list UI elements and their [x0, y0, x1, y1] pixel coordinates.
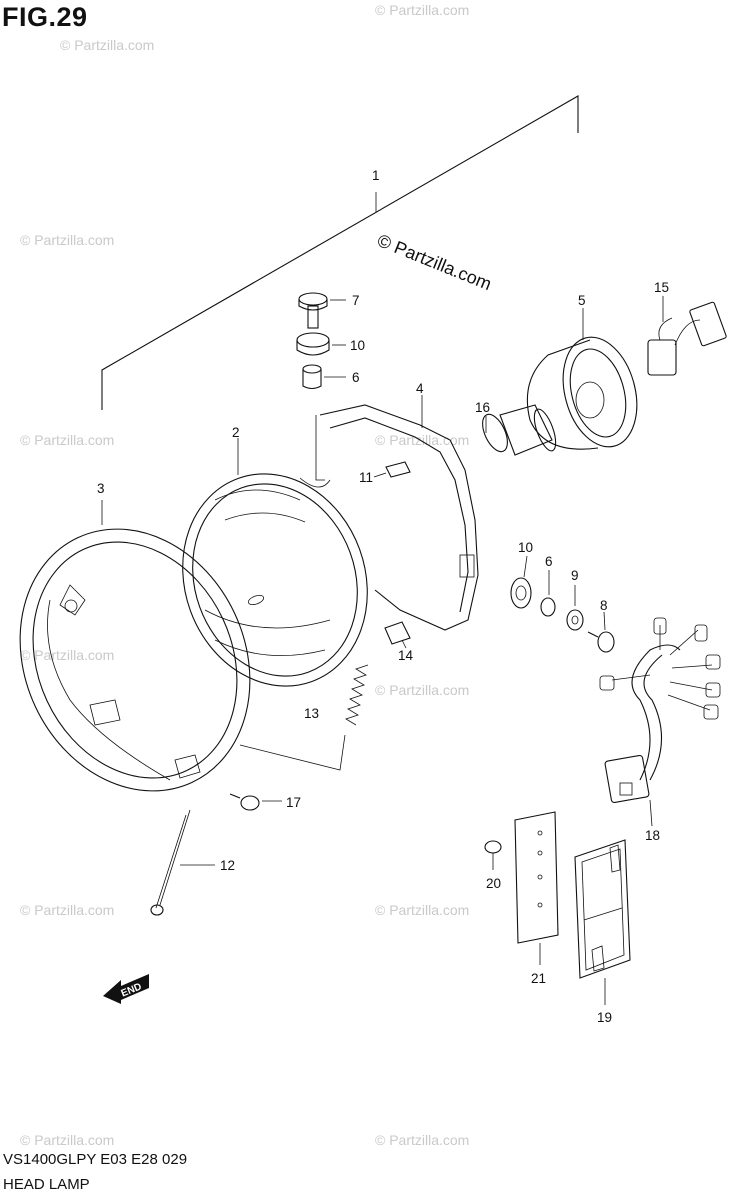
clip-part-14: [384, 621, 411, 649]
plate-part-21: [514, 811, 559, 965]
watermark: © Partzilla.com: [375, 1132, 469, 1148]
watermark: © Partzilla.com: [20, 1132, 114, 1148]
callout-8: 8: [600, 598, 608, 613]
callout-10-right: 10: [518, 540, 533, 555]
watermark: © Partzilla.com: [375, 902, 469, 918]
collar-part-6-right: [540, 570, 556, 617]
partzilla-watermark: © Partzilla.com: [375, 230, 495, 294]
callout-3: 3: [97, 481, 105, 496]
reflector-housing-part-5: [526, 308, 638, 450]
lens-part-2: [182, 438, 368, 687]
headlamp-rim-part-3: [19, 500, 251, 792]
housing-bracket-part-4: [315, 395, 479, 631]
callout-19: 19: [597, 1010, 612, 1025]
callout-11: 11: [359, 470, 373, 485]
callout-20: 20: [486, 876, 501, 891]
callout-17: 17: [286, 795, 301, 810]
callout-9: 9: [571, 568, 579, 583]
watermark: © Partzilla.com: [20, 432, 114, 448]
spring-part-13: [239, 664, 369, 771]
watermark: © Partzilla.com: [20, 647, 114, 663]
callout-4: 4: [416, 381, 424, 396]
figure-code: VS1400GLPY E03 E28 029: [3, 1151, 188, 1168]
assembly-bracket: [101, 95, 579, 410]
washer-part-9: [566, 585, 584, 631]
callout-7: 7: [352, 293, 360, 308]
callout-6: 6: [352, 370, 360, 385]
grommet-part-10: [296, 332, 346, 356]
callout-13: 13: [304, 706, 319, 721]
callout-10: 10: [350, 338, 365, 353]
grommet-part-10-right: [510, 555, 532, 609]
callout-14: 14: [398, 648, 414, 663]
end-arrow-icon: END: [103, 974, 149, 1004]
callouts: 1 2 3 4 5 6 6 7 8 9 10 10 11 12 13 14 15…: [97, 168, 669, 1025]
callout-18: 18: [645, 828, 660, 843]
callout-5: 5: [578, 293, 586, 308]
watermark: © Partzilla.com: [375, 2, 469, 18]
figure-name: HEAD LAMP: [3, 1176, 90, 1193]
callout-15: 15: [654, 280, 669, 295]
reflector-part-19: [574, 839, 631, 1005]
watermark: © Partzilla.com: [20, 902, 114, 918]
callout-21: 21: [531, 971, 546, 986]
collar-part-6: [302, 364, 346, 390]
wiring-harness-part-18: [599, 617, 721, 827]
figure-title: FIG.29: [2, 2, 88, 32]
bolt-part-8: [587, 611, 615, 653]
end-label: END: [120, 981, 144, 999]
callout-12: 12: [220, 858, 235, 873]
bolt-part-7: [298, 292, 346, 329]
adjusting-screw-part-12: [150, 809, 215, 916]
watermark: © Partzilla.com: [60, 37, 154, 53]
watermark: © Partzilla.com: [20, 232, 114, 248]
callout-6-right: 6: [545, 554, 553, 569]
screw-part-17: [229, 793, 282, 811]
clip-part-11: [373, 461, 411, 478]
callout-16: 16: [475, 400, 490, 415]
callout-1: 1: [372, 168, 380, 183]
socket-connector-part-15: [647, 296, 727, 376]
watermark: © Partzilla.com: [375, 432, 469, 448]
callout-2: 2: [232, 425, 240, 440]
watermark: © Partzilla.com: [375, 682, 469, 698]
watermarks: © Partzilla.com © Partzilla.com © Partzi…: [20, 2, 469, 1148]
grommet-part-20: [484, 840, 502, 870]
